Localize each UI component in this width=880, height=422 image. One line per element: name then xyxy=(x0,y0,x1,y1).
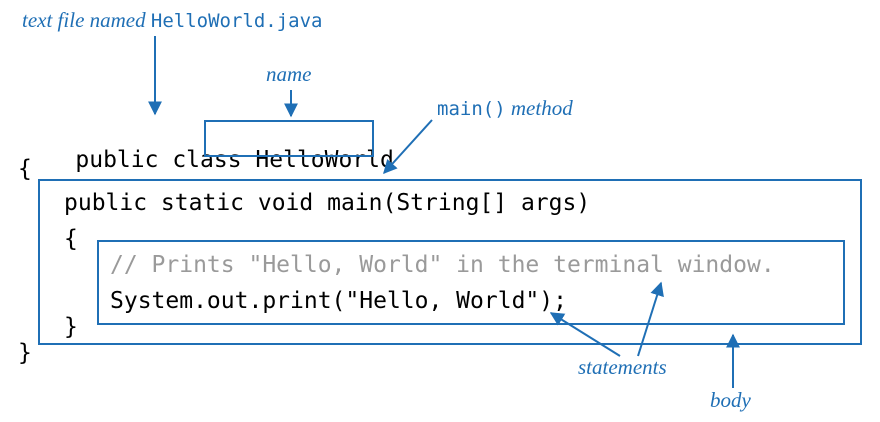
class-open-brace: { xyxy=(18,156,32,182)
print-statement-line: System.out.print("Hello, World"); xyxy=(110,288,567,314)
class-declaration-line: public class HelloWorld xyxy=(20,126,394,195)
statements-arrow-print xyxy=(549,312,621,357)
file-name-annotation: text file named HelloWorld.java xyxy=(22,10,322,31)
method-open-brace: { xyxy=(64,226,78,252)
file-name-value: HelloWorld.java xyxy=(150,10,323,32)
statements-box xyxy=(97,240,845,325)
file-name-prefix: text file named xyxy=(22,8,151,32)
main-method-code: main() xyxy=(437,98,506,120)
main-method-suffix: method xyxy=(505,96,573,120)
class-name-box xyxy=(204,120,374,157)
body-annotation: body xyxy=(710,388,751,412)
method-body-box xyxy=(38,179,862,345)
name-annotation: name xyxy=(266,62,312,86)
class-keywords: public class xyxy=(75,147,256,173)
class-name: HelloWorld xyxy=(255,147,394,173)
method-signature-line: public static void main(String[] args) xyxy=(64,190,591,216)
main-method-annotation: main() method xyxy=(437,98,573,119)
method-close-brace: } xyxy=(64,314,78,340)
main-method-arrow xyxy=(383,119,433,175)
statements-arrow-comment xyxy=(637,281,664,357)
comment-line: // Prints "Hello, World" in the terminal… xyxy=(110,252,775,278)
class-close-brace: } xyxy=(18,340,32,366)
statements-annotation: statements xyxy=(578,355,667,379)
